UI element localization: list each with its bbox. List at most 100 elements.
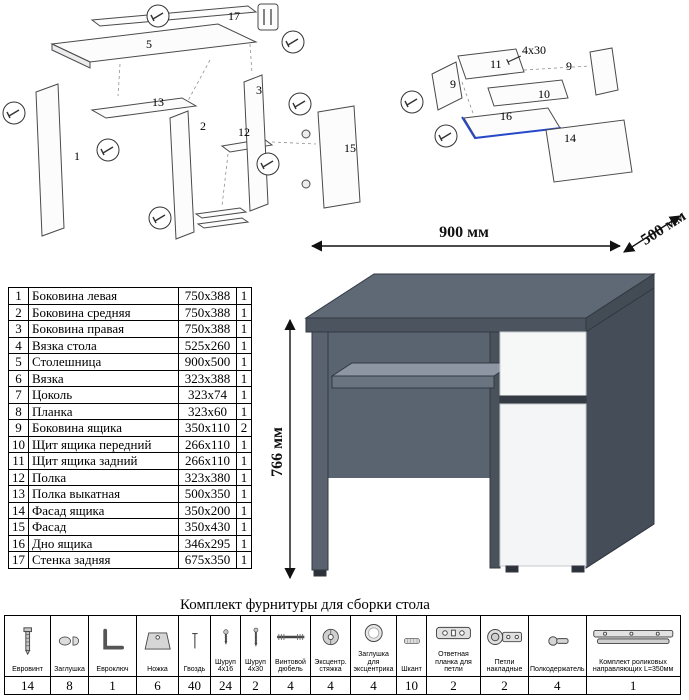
parts-cell-num: 9 — [8, 419, 29, 437]
parts-cell-name: Дно ящика — [28, 534, 179, 552]
hw-label: Комплект роликовых направляющих L=350мм — [592, 658, 674, 674]
hardware-title: Комплект фурнитуры для сборки стола — [180, 597, 430, 613]
hw-label: Заглушка — [54, 666, 85, 674]
desk-top-front-edge — [305, 317, 587, 333]
screw-long-icon — [241, 616, 270, 659]
fastener-detail-icon — [281, 30, 305, 54]
hw-qty-screw-short: 24 — [210, 676, 241, 695]
part-2-middle-side — [169, 110, 195, 240]
strike-plate-icon — [427, 616, 480, 651]
hw-item-screw-long: Шуруп 4x30 — [240, 615, 271, 677]
parts-cell-qty: 1 — [236, 369, 252, 387]
desk-left-panel — [311, 331, 329, 571]
parts-cell-name: Цоколь — [28, 386, 179, 404]
parts-cell-qty: 1 — [236, 303, 252, 321]
hw-item-euro-screw: Евровинт — [4, 615, 51, 677]
keyboard-tray-top — [330, 362, 516, 377]
part-17-back-wall — [90, 5, 258, 27]
parts-cell-name: Боковина правая — [28, 320, 179, 338]
hw-qty-euro-key: 1 — [88, 676, 137, 695]
parts-cell-num: 13 — [8, 485, 29, 503]
fastener-detail-icon — [148, 206, 172, 230]
parts-cell-size: 266x110 — [178, 452, 237, 470]
hw-item-hinge: Петли накладные — [480, 615, 529, 677]
parts-cell-qty: 1 — [236, 518, 252, 536]
hinge-cup-icon — [301, 179, 311, 189]
parts-cell-size: 525x260 — [178, 336, 237, 354]
cabinet-door[interactable] — [499, 403, 587, 567]
part-8-strip — [196, 217, 250, 229]
drawer-front[interactable] — [499, 331, 587, 397]
part-7-plinth — [194, 207, 248, 219]
part-number-11: 11 — [490, 57, 502, 71]
cam-lock-icon — [311, 616, 350, 659]
parts-cell-num: 10 — [8, 435, 29, 453]
dim-depth: 500 мм — [638, 210, 689, 249]
hw-item-euro-key: Евроключ — [88, 615, 137, 677]
euro-screw-icon — [5, 616, 50, 666]
hw-label: Шкант — [401, 666, 422, 674]
fastener-detail-icon — [96, 138, 120, 162]
dim-height: 766 мм — [269, 427, 286, 477]
hw-qty-cam-cap: 4 — [350, 676, 397, 695]
part-number-5: 5 — [146, 37, 152, 51]
hw-qty-wood-dowel: 10 — [396, 676, 427, 695]
parts-cell-num: 15 — [8, 518, 29, 536]
fastener-detail-icon — [434, 124, 458, 148]
hw-label: Петли накладные — [486, 658, 523, 674]
part-3-right-side — [243, 74, 269, 212]
parts-cell-name: Фасад — [28, 518, 179, 536]
desk-foot — [313, 569, 327, 577]
plug-icon — [51, 616, 88, 666]
parts-cell-qty: 1 — [236, 386, 252, 404]
hw-item-wood-dowel: Шкант — [396, 615, 427, 677]
part-9-drawer-side-left — [431, 61, 463, 111]
hw-label: Евровинт — [12, 666, 43, 674]
parts-cell-num: 17 — [8, 551, 29, 569]
parts-cell-qty: 1 — [236, 435, 252, 453]
keyboard-tray-front — [331, 375, 495, 389]
desk-render: 900 мм 500 мм 766 мм — [269, 210, 689, 580]
hw-label: Полкодержатель — [530, 666, 585, 674]
fastener-detail-icon — [256, 152, 280, 176]
parts-cell-name: Боковина левая — [28, 287, 179, 305]
screw-short-icon — [211, 616, 240, 659]
parts-cell-qty: 1 — [236, 468, 252, 486]
desk-foot — [505, 565, 519, 573]
hw-item-shelf-pin: Полкодержатель — [528, 615, 587, 677]
parts-cell-size: 323x74 — [178, 386, 237, 404]
parts-cell-name: Планка — [28, 402, 179, 420]
cam-cap-icon — [351, 616, 396, 651]
parts-cell-qty: 1 — [236, 534, 252, 552]
parts-cell-name: Вязка стола — [28, 336, 179, 354]
part-number-2: 2 — [200, 119, 206, 133]
part-number-17: 17 — [228, 9, 240, 23]
parts-cell-size: 323x380 — [178, 468, 237, 486]
part-15-facade — [317, 105, 361, 209]
drawer-door-gap — [499, 395, 587, 405]
parts-cell-qty: 1 — [236, 501, 252, 519]
parts-cell-size: 750x388 — [178, 303, 237, 321]
hw-item-nail: Гвоздь — [178, 615, 211, 677]
hinge-cup-icon — [301, 129, 311, 139]
hw-qty-dowel-screw: 4 — [270, 676, 311, 695]
parts-cell-qty: 1 — [236, 485, 252, 503]
dowel-screw-icon — [271, 616, 310, 659]
parts-cell-qty: 1 — [236, 402, 252, 420]
hw-qty-cam-lock: 4 — [310, 676, 351, 695]
parts-cell-name: Стенка задняя — [28, 551, 179, 569]
parts-cell-size: 323x60 — [178, 402, 237, 420]
hw-label: Гвоздь — [183, 666, 206, 674]
parts-cell-size: 750x388 — [178, 287, 237, 305]
hw-qty-nail: 40 — [178, 676, 211, 695]
part-number-16: 16 — [500, 109, 512, 123]
hw-qty-plug: 8 — [50, 676, 89, 695]
